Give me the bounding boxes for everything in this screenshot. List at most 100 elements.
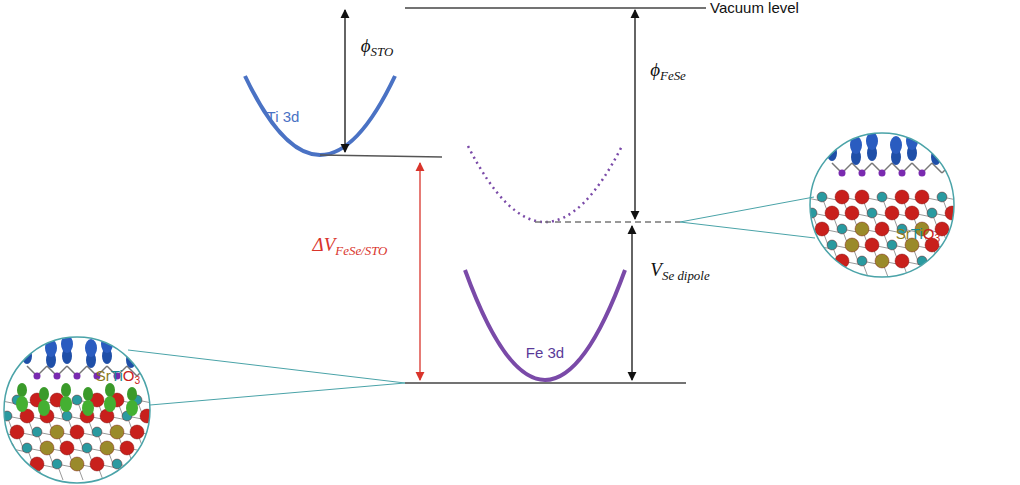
bond xyxy=(0,464,3,480)
lattice-atom xyxy=(150,457,164,471)
lattice-atom xyxy=(70,457,84,471)
lattice-atom xyxy=(887,240,897,250)
bond xyxy=(802,229,808,245)
lattice-atom xyxy=(72,395,82,405)
lattice-atom xyxy=(10,457,24,471)
lattice-atom xyxy=(935,254,949,268)
fe-atom xyxy=(74,373,81,380)
lattice-atom xyxy=(885,206,899,220)
interface-orbital xyxy=(61,383,71,397)
fe-atom xyxy=(919,170,926,177)
text-part: V xyxy=(650,259,662,280)
subscript: FeSe/STO xyxy=(335,243,387,258)
interface-orbital xyxy=(38,400,50,416)
lattice-atom xyxy=(82,443,92,453)
bond xyxy=(822,261,828,277)
text-part: Sr xyxy=(96,367,111,384)
lattice-atom xyxy=(140,409,154,423)
lattice-atom xyxy=(947,240,957,250)
lattice-atom xyxy=(160,409,174,423)
bond xyxy=(157,400,163,416)
vacuum-line xyxy=(405,7,706,8)
lattice-atom xyxy=(955,190,969,204)
subscript: STO xyxy=(371,44,394,59)
text-part: Fe 3d xyxy=(526,344,564,361)
lattice-atom xyxy=(100,441,114,455)
bond xyxy=(802,261,822,265)
lattice-atom xyxy=(895,190,909,204)
interface-orbital xyxy=(16,396,28,412)
fe-band xyxy=(465,270,625,380)
bond xyxy=(157,432,163,448)
lattice-atom xyxy=(845,206,859,220)
text-part: ϕ xyxy=(650,59,660,80)
se-orbital xyxy=(850,136,862,154)
bottom-level xyxy=(405,382,686,383)
lattice-atom xyxy=(895,254,909,268)
bond xyxy=(942,261,962,265)
subscript: 3 xyxy=(934,233,940,244)
lattice-atom xyxy=(877,192,887,202)
fe-atom xyxy=(839,170,846,177)
lattice-atom xyxy=(150,393,164,407)
lattice-atom xyxy=(152,427,162,437)
bond xyxy=(147,448,153,464)
bond xyxy=(962,229,968,245)
bond xyxy=(802,261,808,277)
text-part: ΔV xyxy=(313,234,336,255)
fe-atom xyxy=(54,373,61,380)
energy-label: VSe dipole xyxy=(650,260,709,283)
se-orbital xyxy=(826,132,838,150)
bond xyxy=(167,448,173,464)
lattice-atom xyxy=(927,208,937,218)
bond xyxy=(962,261,982,265)
surface-inset xyxy=(795,132,992,277)
lattice-atom xyxy=(32,427,42,437)
phi-fese-arrow xyxy=(634,10,635,219)
bond xyxy=(812,245,818,261)
lattice-atom xyxy=(0,459,2,469)
text-part: Ti xyxy=(111,367,123,384)
level-label: Vacuum level xyxy=(710,0,799,17)
lattice-atom xyxy=(92,427,102,437)
bond xyxy=(962,229,982,233)
lattice-atom xyxy=(130,425,144,439)
band-label: Ti 3d xyxy=(267,109,300,126)
lattice-atom xyxy=(837,224,847,234)
bond xyxy=(137,464,143,480)
lattice-atom xyxy=(797,256,807,266)
lattice-atom xyxy=(795,222,809,236)
lattice-atom xyxy=(875,222,889,236)
interface-orbital xyxy=(39,387,49,401)
bond xyxy=(972,213,978,229)
bond xyxy=(7,448,13,464)
interface-orbital xyxy=(104,396,116,412)
bond xyxy=(0,464,17,468)
interface-orbital xyxy=(127,387,137,401)
bond xyxy=(962,197,982,201)
text-part: Vacuum level xyxy=(710,0,799,16)
lattice-atom xyxy=(865,238,879,252)
lattice-atom xyxy=(937,192,947,202)
lattice-atom xyxy=(0,393,4,407)
lattice-atom xyxy=(815,222,829,236)
bond xyxy=(137,464,157,468)
delta-v-arrow xyxy=(419,163,420,380)
interface-orbital xyxy=(60,396,72,412)
bond xyxy=(157,464,177,468)
interface-orbital xyxy=(105,383,115,397)
bond xyxy=(157,400,177,404)
lattice-atom xyxy=(905,206,919,220)
inset-circle xyxy=(810,133,954,277)
interface-orbital xyxy=(83,387,93,401)
lattice-atom xyxy=(965,206,979,220)
bond xyxy=(952,245,972,249)
ti-band xyxy=(245,76,395,155)
bond xyxy=(167,416,173,432)
bond xyxy=(167,416,187,420)
lattice-atom xyxy=(817,192,827,202)
se-orbital xyxy=(890,136,902,154)
bond xyxy=(952,245,958,261)
bond xyxy=(962,261,968,277)
